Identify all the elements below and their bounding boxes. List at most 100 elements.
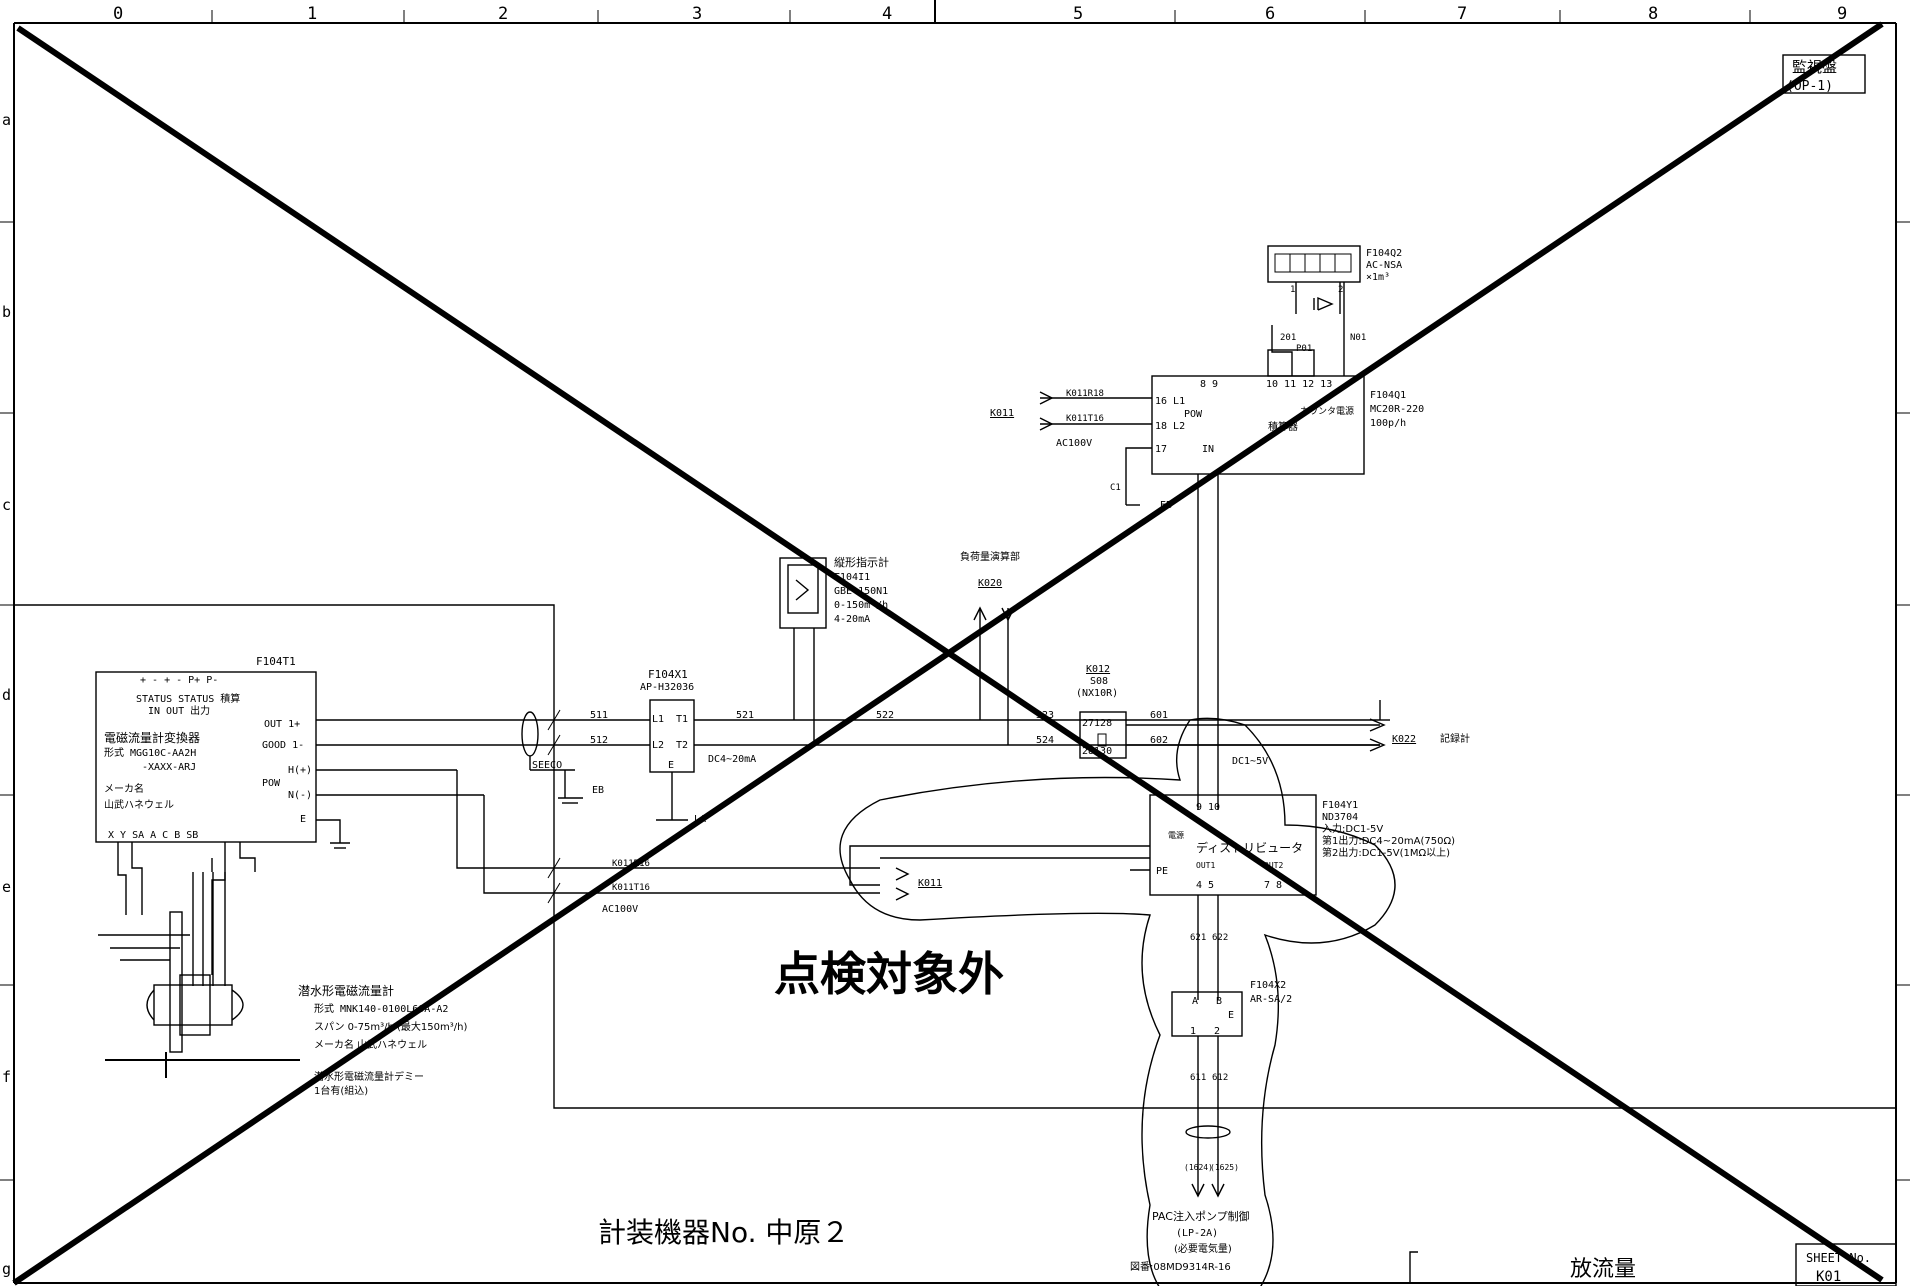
cable-522: 522 — [876, 710, 894, 721]
distributor-t45: 4 5 — [1196, 880, 1214, 891]
row-label: g — [2, 1260, 11, 1278]
flow-sensor: 潜水形電磁流量計 形式 MNK140-0100L60A-A2 スパン 0-75m… — [98, 872, 467, 1097]
col-label: 2 — [498, 4, 508, 24]
converter-status-sub: IN OUT 出力 — [148, 704, 210, 717]
isolator2-b: B — [1216, 996, 1222, 1007]
recorder-ref: K022 — [1392, 734, 1416, 745]
converter-term-pow: POW — [262, 778, 281, 789]
isolator2-c2: (1625) — [1210, 1163, 1239, 1172]
isolator-f104x1: F104X1 AP-H32036 L1 T1 L2 T2 E LA DC4~20… — [640, 668, 1380, 825]
isolator2-w612: 612 — [1212, 1073, 1228, 1083]
distributor-spec1: 第1出力:DC4~20mA(750Ω) — [1322, 834, 1455, 847]
recorder-signal: DC1~5V — [1232, 756, 1268, 767]
col-label: 3 — [692, 4, 702, 24]
recorder-label: 記録計 — [1440, 732, 1470, 745]
converter-term-h: H(+) — [288, 765, 312, 776]
power-k011b: K011 — [918, 878, 942, 889]
counter-tag: F104Q2 — [1366, 248, 1402, 259]
cable-512: 512 — [590, 735, 608, 746]
totalizer-pulse: カウンタ電源 — [1300, 406, 1354, 417]
counter-mult: ×1m³ — [1366, 272, 1390, 283]
pac-line3: (必要電気量) — [1174, 1242, 1232, 1255]
cable-511: 511 — [590, 710, 608, 721]
power-k011r18: K011R18 — [1066, 389, 1104, 399]
pac-line4: 図番:08MD9314R-16 — [1130, 1261, 1231, 1273]
isolator1-t1: T1 — [676, 714, 688, 725]
power-ac100v: AC100V — [1056, 438, 1092, 449]
title-block: 放流量 SHEET No. K01 — [1409, 1243, 1897, 1286]
isolator1-model: AP-H32036 — [640, 682, 694, 693]
counter-pin1: 1 — [1290, 285, 1295, 295]
totalizer-rate: 100p/h — [1370, 418, 1406, 429]
col-label: 9 — [1837, 4, 1847, 24]
distributor-pe: PE — [1156, 866, 1168, 877]
sensor-dummy: 潜水形電磁流量計デミー — [314, 1070, 424, 1083]
totalizer-pow: POW — [1184, 409, 1203, 420]
sheet-number: K01 — [1816, 1269, 1841, 1285]
relay-t1: 27128 — [1082, 718, 1112, 729]
col-label: 6 — [1265, 4, 1275, 24]
converter-term-good: GOOD 1- — [262, 740, 304, 751]
indicator-signal: 4-20mA — [834, 614, 870, 625]
row-label: e — [2, 878, 11, 896]
isolator2-w611: 611 — [1190, 1073, 1206, 1083]
row-label: b — [2, 303, 11, 321]
row-label: c — [2, 496, 11, 514]
converter-bottom-terms: X Y SA A C B SB — [108, 830, 198, 841]
isolator1-l1: L1 — [652, 714, 664, 725]
sensor-dummy-qty: 1台有(組込) — [314, 1084, 368, 1097]
distributor: 9 10 電源 ディストリビュータ PE OUT1 OUT2 4 5 7 8 F… — [602, 794, 1455, 1000]
counter-w2: N01 — [1350, 333, 1366, 343]
col-label: 4 — [882, 4, 892, 24]
distributor-spec2: 第2出力:DC1-5V(1MΩ以上) — [1322, 846, 1450, 859]
converter-maker: 山武ハネウェル — [104, 798, 174, 811]
converter-tag: F104T1 — [256, 655, 296, 668]
sensor-title: 潜水形電磁流量計 — [298, 983, 394, 998]
recorder-output: 601 602 K022 記録計 DC1~5V — [1126, 700, 1470, 767]
isolator1-t2: T2 — [676, 740, 688, 751]
row-label: f — [2, 1068, 11, 1086]
col-label: 7 — [1457, 4, 1467, 24]
distributor-t910: 9 10 — [1196, 802, 1220, 813]
isolator2-c1: (1624) — [1184, 1163, 1213, 1172]
totalizer-l2: 18 L2 — [1155, 421, 1185, 432]
instrument-number: 計装機器No. 中原２ — [598, 1216, 849, 1249]
cable-524: 524 — [1036, 735, 1054, 746]
column-labels: 0 1 2 3 4 5 6 7 8 9 — [113, 4, 1847, 24]
pac-line1: PAC注入ポンプ制御 — [1152, 1209, 1250, 1223]
isolator2-a: A — [1192, 996, 1198, 1007]
load-calc-ref: K020 — [978, 578, 1002, 589]
isolator2-w621: 621 — [1190, 933, 1206, 943]
totalizer-t17: 17 — [1155, 444, 1167, 455]
isolator2-model: AR-SA/2 — [1250, 994, 1292, 1005]
counter-pin2: 2 — [1338, 285, 1343, 295]
load-calc-title: 負荷量演算部 — [960, 550, 1020, 563]
indicator-range: 0-150m³/h — [834, 600, 888, 611]
indicator-tag: F104I1 — [834, 572, 870, 583]
power-ac100v-b: AC100V — [602, 904, 638, 915]
excluded-title: 点検対象外 — [774, 947, 1004, 1001]
totalizer: 8 9 10 11 12 13 16 L1 18 L2 17 POW IN 積算… — [990, 282, 1424, 810]
counter-p01: P01 — [1296, 344, 1312, 354]
converter-name: 電磁流量計変換器 — [104, 730, 200, 745]
isolator1-signal: DC4~20mA — [708, 754, 756, 765]
col-label: 0 — [113, 4, 123, 24]
converter-maker-label: メーカ名 — [104, 782, 144, 795]
field-frame — [14, 604, 1896, 1109]
footer-title: 放流量 — [1570, 1257, 1636, 1282]
converter-model1: 形式 MGG10C-AA2H — [104, 746, 196, 759]
distributor-out1: OUT1 — [1196, 861, 1215, 870]
indicator-title: 縦形指示計 — [834, 555, 889, 569]
distributor-t78: 7 8 — [1264, 880, 1282, 891]
load-calc-ref: 負荷量演算部 K020 — [960, 550, 1020, 745]
counter-model: AC-NSA — [1366, 260, 1402, 271]
totalizer-model: MC20R-220 — [1370, 404, 1424, 415]
converter-model2: -XAXX-ARJ — [142, 762, 196, 773]
flow-converter: F104T1 + - + - P+ P- STATUS STATUS 積算 IN… — [95, 655, 880, 975]
cable-602: 602 — [1150, 735, 1168, 746]
distributor-input: 入力:DC1-5V — [1322, 822, 1383, 835]
cable-521: 521 — [736, 710, 754, 721]
isolator2-t1: 1 — [1190, 1026, 1196, 1037]
